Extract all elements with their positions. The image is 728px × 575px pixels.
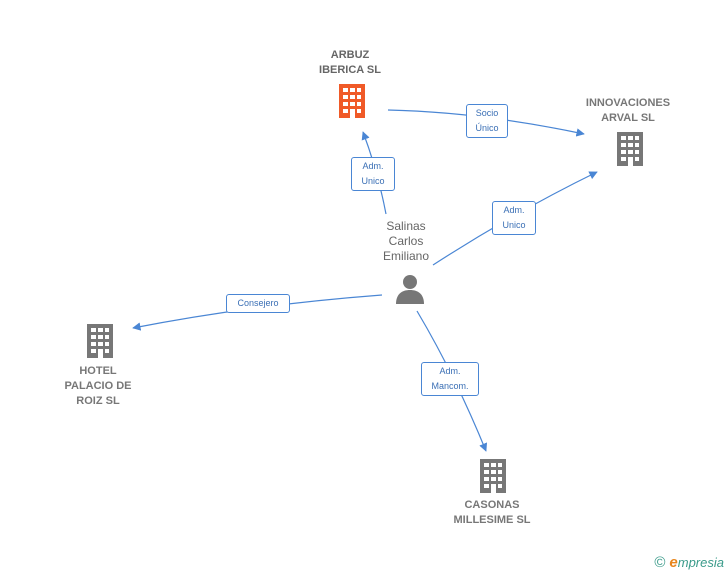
building-icon[interactable]: [336, 84, 368, 118]
building-icon[interactable]: [84, 324, 116, 358]
edge-label-adm-unico-arbuz: Adm. Unico: [351, 157, 395, 191]
building-icon[interactable]: [477, 459, 509, 493]
person-icon[interactable]: [394, 273, 426, 305]
node-label-arbuz-iberica[interactable]: ARBUZ IBERICA SL: [319, 49, 381, 76]
node-label-innovaciones-arval[interactable]: INNOVACIONES ARVAL SL: [585, 97, 671, 124]
copyright-icon: ©: [654, 554, 666, 571]
node-label-casonas-millesime[interactable]: CASONAS MILLESIME SL: [453, 499, 531, 526]
node-label-hotel-palacio-de-roiz[interactable]: HOTEL PALACIO DE ROIZ SL: [64, 365, 132, 407]
edge-label-socio-unico: Socio Único: [466, 104, 508, 138]
brand-logo-e: e: [669, 554, 678, 571]
edge-label-adm-mancom: Adm. Mancom.: [421, 362, 479, 396]
edge-label-adm-unico-innovaciones: Adm. Unico: [492, 201, 536, 235]
node-label-salinas-carlos-emiliano[interactable]: Salinas Carlos Emiliano: [382, 219, 430, 263]
edge-label-consejero: Consejero: [226, 294, 290, 313]
brand-name: mpresia: [677, 555, 724, 570]
footer-brand[interactable]: ©empresia: [654, 554, 724, 571]
building-icon[interactable]: [614, 132, 646, 166]
